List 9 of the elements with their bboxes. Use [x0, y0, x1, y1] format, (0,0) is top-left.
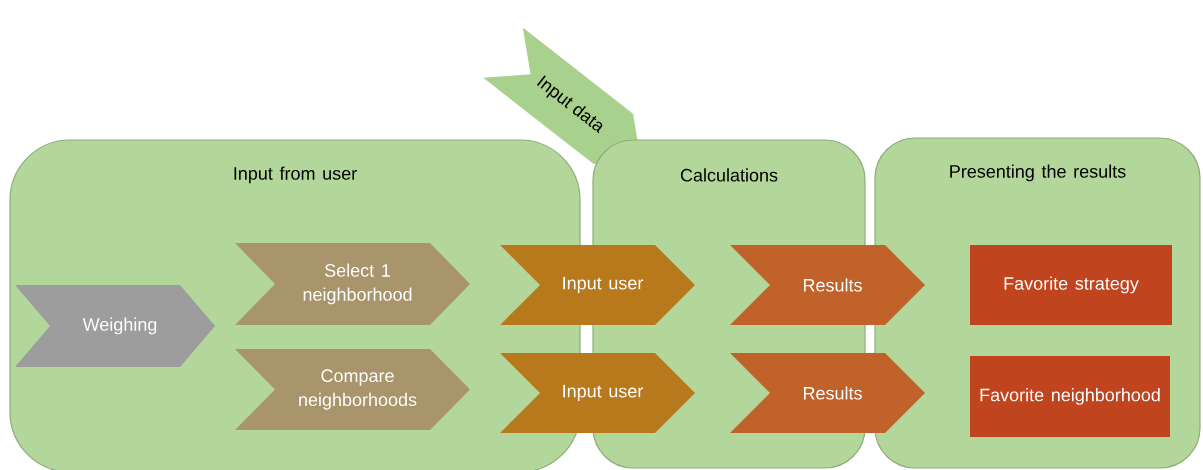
process-step: Results	[730, 353, 925, 433]
process-step: Weighing	[15, 285, 215, 367]
result-box: Favorite strategy	[970, 245, 1172, 325]
process-step: Results	[730, 245, 925, 325]
process-step: Input user	[500, 245, 695, 325]
process-step: Compare neighborhoods	[235, 349, 470, 430]
process-step: Select 1 neighborhood	[235, 243, 470, 325]
result-box: Favorite neighborhood	[970, 356, 1170, 437]
process-step: Input user	[500, 353, 695, 433]
